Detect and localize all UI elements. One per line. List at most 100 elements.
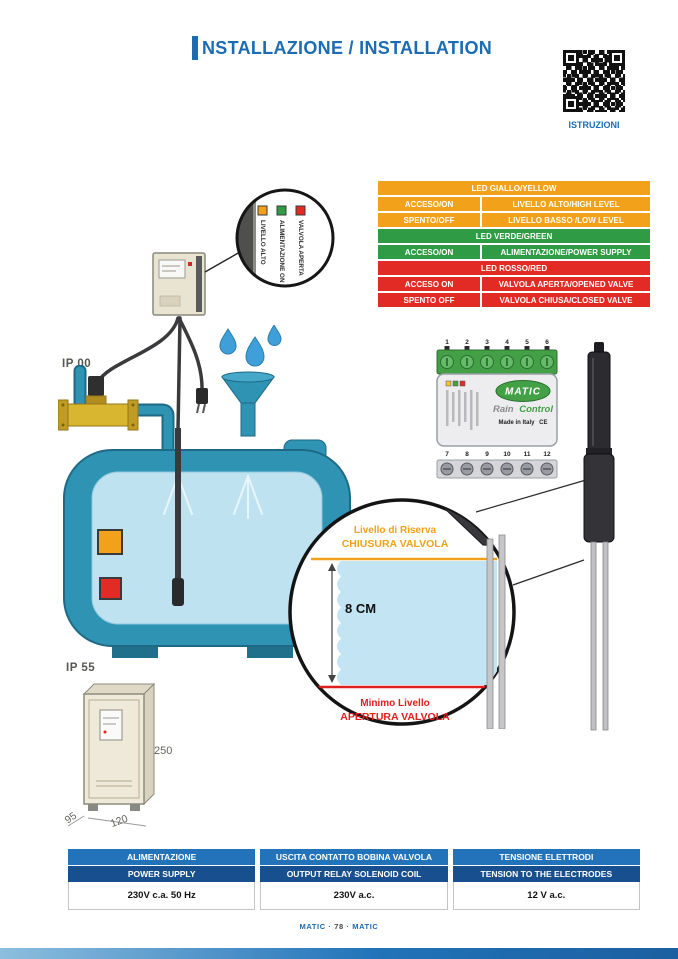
electrode-rod-zoomed — [486, 538, 494, 730]
spec-col-output: USCITA CONTATTO BOBINA VALVOLA OUTPUT RE… — [260, 849, 448, 910]
led-yellow-header: LED GIALLO/YELLOW — [378, 181, 650, 195]
bottom-accent-bar — [0, 948, 678, 959]
yellow-led-icon — [97, 529, 123, 555]
table-row: SPENTO OFF VALVOLA CHIUSA/CLOSED VALVE — [378, 293, 650, 307]
yellow-led-icon — [257, 205, 268, 216]
red-led-icon — [99, 577, 122, 600]
led-state-cell: ACCESO ON — [378, 277, 480, 291]
pipes — [73, 365, 175, 474]
terminal-number: 11 — [524, 451, 531, 458]
minimum-level-label-2: APERTURA VALVOLA — [340, 711, 450, 723]
led-red-header: LED ROSSO/RED — [378, 261, 650, 275]
terminal-number: 5 — [525, 339, 529, 346]
funnel-and-drops — [219, 325, 282, 437]
ce-mark: CE — [539, 420, 547, 426]
brand-badge — [495, 380, 551, 402]
valve-coil — [88, 376, 104, 396]
spec-header-it: USCITA CONTATTO BOBINA VALVOLA — [260, 849, 448, 865]
spec-header-it: TENSIONE ELETTRODI — [452, 849, 640, 865]
made-in-text: Made in Italy — [498, 420, 535, 426]
solenoid-valve — [58, 376, 139, 431]
control-display — [158, 259, 186, 279]
footer-separator: · — [346, 922, 350, 931]
spec-col-power: ALIMENTAZIONE POWER SUPPLY 230V c.a. 50 … — [68, 849, 256, 910]
cabinet-display — [99, 709, 123, 741]
spec-value: 230V a.c. — [260, 882, 448, 910]
water-drop-icon — [267, 325, 282, 346]
led-state-cell: SPENTO OFF — [378, 293, 480, 307]
water-tank — [63, 428, 351, 658]
rain-control-device: 1 2 3 4 5 6 MATIC — [436, 339, 558, 479]
terminal-number: 2 — [465, 339, 469, 346]
led-state-cell: SPENTO/OFF — [378, 213, 480, 227]
spec-value: 12 V a.c. — [452, 882, 640, 910]
zoom-leader-lines — [475, 479, 587, 586]
electrode-rod — [602, 541, 609, 731]
product-word-control: Control — [519, 404, 553, 415]
cabinet-height-dim: 250 — [154, 745, 172, 757]
terminal-number: 1 — [445, 339, 449, 346]
footer-brand-right: MATIC — [352, 922, 379, 931]
spec-header-it: ALIMENTAZIONE — [68, 849, 256, 865]
water-drop-icon — [219, 328, 237, 355]
footer-separator: · — [328, 922, 332, 931]
table-row: ACCESO/ON ALIMENTAZIONE/POWER SUPPLY — [378, 245, 650, 259]
spec-value: 230V c.a. 50 Hz — [68, 882, 256, 910]
led-desc-cell: LIVELLO ALTO/HIGH LEVEL — [482, 197, 650, 211]
qr-finder-icon — [609, 50, 625, 66]
spec-col-electrodes: TENSIONE ELETTRODI TENSION TO THE ELECTR… — [452, 849, 640, 910]
terminal-number: 10 — [503, 451, 511, 458]
terminal-number: 6 — [545, 339, 549, 346]
svg-text:Made in Italy CE: Made in Italy CE — [498, 420, 547, 426]
magnifier-leader-line — [204, 251, 241, 273]
svg-text:Rain Control: Rain Control — [493, 404, 553, 415]
ip55-cabinet: 250 95 120 — [63, 682, 172, 830]
water-drop-icon — [245, 336, 265, 367]
terminal-number: 8 — [465, 451, 469, 458]
led-desc-cell: VALVOLA CHIUSA/CLOSED VALVE — [482, 293, 650, 307]
green-led-icon — [452, 380, 459, 387]
led-desc-cell: VALVOLA APERTA/OPENED VALVE — [482, 277, 650, 291]
footer-brand-left: MATIC — [299, 922, 326, 931]
level-detail-magnifier: Livello di Riserva CHIUSURA VALVOLA 8 CM… — [285, 495, 519, 730]
terminal-number: 7 — [445, 451, 449, 458]
qr-finder-icon — [563, 96, 579, 112]
terminal-number: 9 — [485, 451, 489, 458]
product-word-rain: Rain — [493, 404, 514, 415]
terminal-number: 3 — [485, 339, 489, 346]
led-state-cell: ACCESO/ON — [378, 197, 480, 211]
electrode-probe — [583, 342, 615, 731]
page-title-text: NSTALLAZIONE / INSTALLATION — [202, 37, 493, 58]
yellow-led-icon — [445, 380, 452, 387]
led-desc-cell: ALIMENTAZIONE/POWER SUPPLY — [482, 245, 650, 259]
panel-led-label: VALVOLA APERTA — [297, 220, 304, 276]
panel-led-magnifier: LIVELLO ALTO ALIMENTAZIONE ON VALVOLA AP… — [235, 188, 335, 288]
minimum-level-label-1: Minimo Livello — [360, 698, 429, 709]
power-plug-icon — [196, 388, 208, 404]
ip55-label: IP 55 — [66, 662, 96, 674]
panel-led-label: ALIMENTAZIONE ON — [278, 220, 285, 283]
red-led-icon — [459, 380, 466, 387]
terminal-number: 4 — [505, 339, 509, 346]
led-status-table: LED GIALLO/YELLOW ACCESO/ON LIVELLO ALTO… — [378, 181, 650, 307]
terminal-number: 12 — [543, 451, 551, 458]
brand-name: MATIC — [505, 387, 541, 398]
table-row: SPENTO/OFF LIVELLO BASSO /LOW LEVEL — [378, 213, 650, 227]
cable-wires — [96, 316, 208, 432]
panel-led-label: LIVELLO ALTO — [259, 220, 266, 265]
page-number: 78 — [334, 922, 344, 931]
cabinet-depth-dim: 95 — [63, 810, 80, 827]
page-footer: MATIC · 78 · MATIC — [0, 922, 678, 931]
spec-header-en: TENSION TO THE ELECTRODES — [452, 866, 640, 882]
probe-rod — [175, 428, 181, 598]
green-led-icon — [276, 205, 287, 216]
led-desc-cell: LIVELLO BASSO /LOW LEVEL — [482, 213, 650, 227]
led-state-cell: ACCESO/ON — [378, 245, 480, 259]
reserve-level-label-2: CHIUSURA VALVOLA — [342, 538, 449, 550]
table-row: ACCESO/ON LIVELLO ALTO/HIGH LEVEL — [378, 197, 650, 211]
qr-label: ISTRUZIONI — [568, 120, 620, 130]
water-level-area — [337, 561, 497, 685]
spec-table: ALIMENTAZIONE POWER SUPPLY 230V c.a. 50 … — [68, 849, 640, 910]
qr-code — [563, 50, 625, 112]
led-green-header: LED VERDE/GREEN — [378, 229, 650, 243]
